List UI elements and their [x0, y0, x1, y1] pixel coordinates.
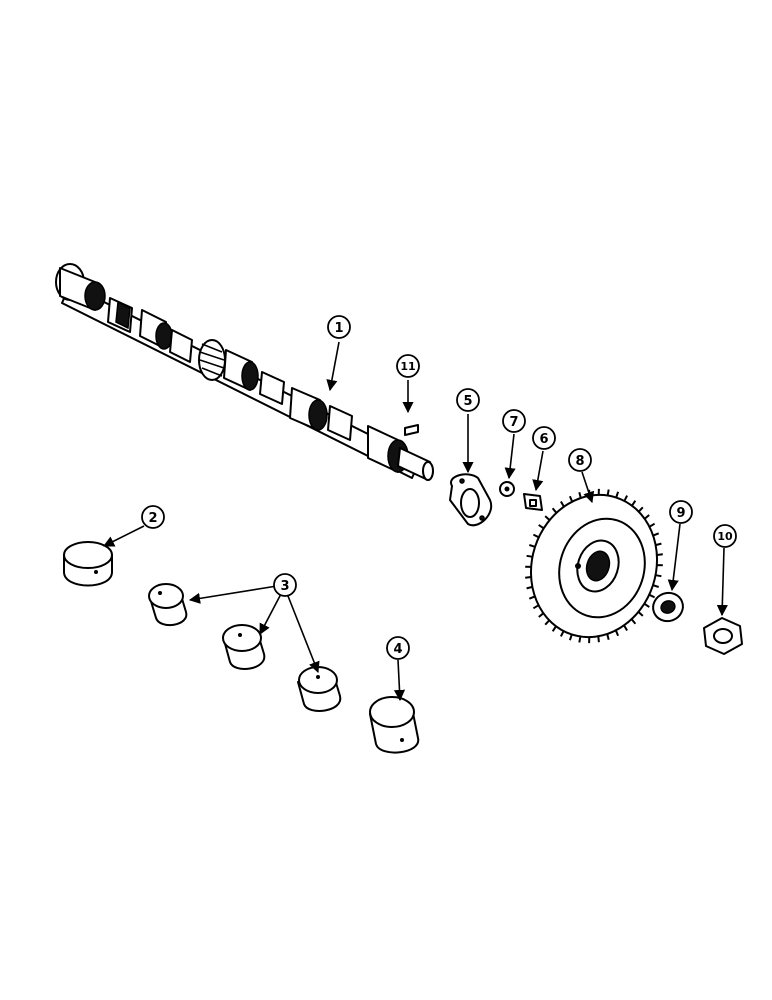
- gear-tooth: [652, 532, 660, 537]
- callout-3: 3: [273, 573, 297, 597]
- gear-tooth: [652, 584, 660, 588]
- hex-nut: [703, 617, 743, 655]
- gear-tooth: [643, 602, 650, 608]
- callout-5-label: 5: [463, 394, 472, 409]
- gear-tooth: [615, 491, 620, 498]
- gear-tooth: [606, 489, 610, 496]
- gear-tooth: [544, 515, 551, 521]
- gear-tooth: [630, 618, 637, 625]
- callout-8-label: 8: [575, 454, 584, 469]
- callout-6-label: 6: [539, 432, 548, 447]
- intermediate-bearing-2: [222, 624, 266, 670]
- gear-tooth: [578, 491, 582, 499]
- gear-tooth: [528, 544, 536, 548]
- intermediate-bearing-3: [297, 666, 342, 712]
- gear-tooth: [526, 554, 533, 558]
- callout-9: 9: [669, 500, 693, 524]
- gear-tooth: [637, 506, 644, 513]
- callout-2-label: 2: [148, 511, 157, 526]
- gear-tooth: [526, 585, 533, 590]
- gear-tooth: [538, 524, 545, 530]
- callout-7-label: 7: [509, 415, 518, 430]
- callout-10: 10: [713, 524, 737, 548]
- leader-lines: [102, 341, 728, 702]
- callout-4-label: 4: [393, 642, 402, 657]
- gear-tooth: [528, 595, 536, 600]
- gear-tooth: [648, 593, 656, 599]
- callout-10-label: 10: [717, 530, 733, 543]
- callout-8: 8: [568, 448, 592, 472]
- gear-tooth: [643, 514, 650, 520]
- callout-1-label: 1: [334, 321, 343, 336]
- gear-tooth: [560, 630, 565, 637]
- gear-tooth: [597, 636, 600, 643]
- bolt: [523, 493, 543, 511]
- gear-tooth: [614, 629, 620, 637]
- gear-tooth: [551, 507, 558, 514]
- gear-tooth: [648, 522, 656, 528]
- gear-tooth: [656, 553, 663, 556]
- gear-tooth: [655, 542, 662, 547]
- thrust-plate: [449, 473, 493, 527]
- gear-tooth: [525, 576, 532, 579]
- callout-4: 4: [386, 636, 410, 660]
- callout-9-label: 9: [676, 506, 685, 521]
- lock-washer: [499, 481, 515, 497]
- woodruff-key: [404, 424, 419, 436]
- camshaft-gear: [525, 488, 663, 644]
- callout-7: 7: [502, 409, 526, 433]
- gear-tooth: [538, 612, 545, 618]
- gear-tooth: [568, 634, 573, 641]
- gear-tooth: [568, 495, 574, 503]
- callout-5: 5: [456, 388, 480, 412]
- callout-2: 2: [141, 505, 165, 529]
- callout-1: 1: [327, 315, 351, 339]
- gear-tooth: [623, 624, 628, 632]
- gear-tooth: [631, 500, 637, 507]
- gear-tooth: [544, 619, 551, 626]
- gear-tooth: [655, 574, 662, 578]
- gear-tooth: [551, 625, 557, 632]
- callout-3-label: 3: [280, 579, 289, 594]
- callout-11: 11: [396, 354, 420, 378]
- gear-tooth: [560, 500, 565, 508]
- gear-tooth: [637, 611, 644, 617]
- gear-tooth: [606, 633, 610, 641]
- gear-tooth: [532, 604, 540, 610]
- gear-tooth: [623, 495, 628, 502]
- gear-washer: [652, 591, 684, 623]
- rear-bearing: [369, 696, 420, 754]
- gear-tooth: [532, 533, 540, 539]
- distributor-drive-gear: [198, 339, 226, 381]
- intermediate-bearing-1: [148, 583, 188, 627]
- callout-11-label: 11: [400, 360, 415, 373]
- gear-tooth: [578, 636, 582, 643]
- front-bearing: [63, 541, 113, 587]
- callout-6: 6: [532, 426, 556, 450]
- camshaft: [55, 263, 434, 481]
